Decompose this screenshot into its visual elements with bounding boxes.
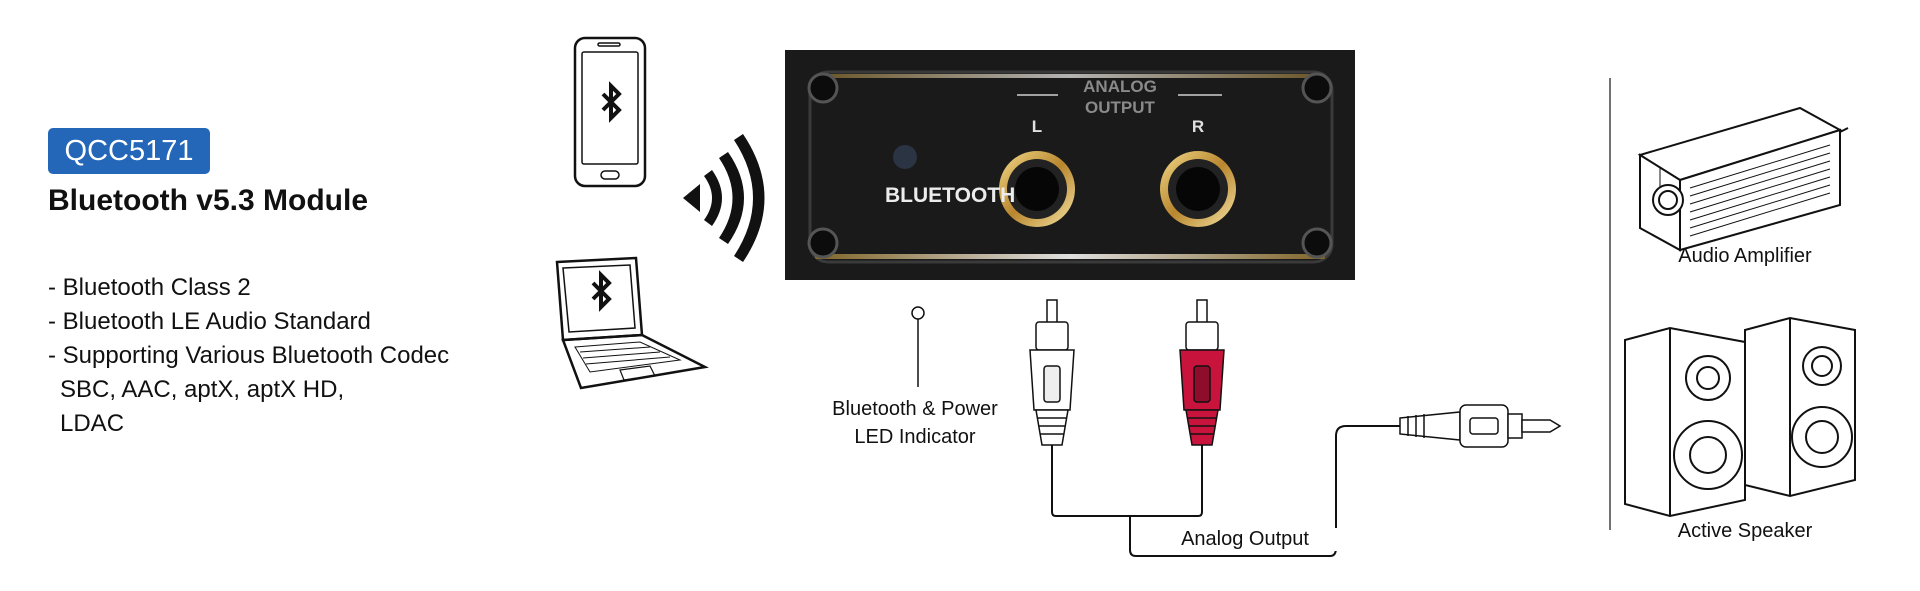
feature-item: - Bluetooth LE Audio Standard [48,308,371,335]
rca-plug-red [1179,299,1225,446]
screw-icon [807,72,1333,259]
feature-list: - Bluetooth Class 2 - Bluetooth LE Audio… [48,271,449,441]
rca-jack-left [999,151,1075,227]
led-label-line2: LED Indicator [854,426,976,448]
module-title: Bluetooth v5.3 Module [48,184,369,217]
mini-jack-plug [1399,404,1562,448]
speaker-label: Active Speaker [1677,520,1813,542]
rca-plug-white [1029,299,1075,446]
analog-output-label: Analog Output [1140,528,1350,551]
module-panel [785,50,1355,280]
channel-label-right: R [1192,117,1204,136]
panel-output-label-line1: ANALOG [1083,77,1157,96]
panel-output-label-line2: OUTPUT [1085,98,1156,117]
panel-brand-label: BLUETOOTH [885,184,1015,207]
chip-badge: QCC5171 [48,128,210,174]
amplifier-icon [1637,106,1849,252]
feature-item: SBC, AAC, aptX, aptX HD, [60,376,345,403]
wireless-signal-icon [683,134,765,262]
led-label-line1: Bluetooth & Power [832,398,998,420]
feature-item: - Supporting Various Bluetooth Codec [48,342,450,369]
amplifier-label: Audio Amplifier [1678,245,1812,267]
smartphone-icon [573,36,647,188]
feature-item: - Bluetooth Class 2 [48,274,251,301]
audio-cable [1051,425,1400,557]
feature-item: LDAC [60,410,125,437]
led-callout [911,306,925,387]
led-indicator [893,145,917,169]
laptop-icon [555,256,709,390]
speaker-icon [1624,316,1856,518]
led-indicator-label: Bluetooth & Power LED Indicator [795,395,1035,451]
channel-label-left: L [1032,117,1042,136]
rca-jack-right [1160,151,1236,227]
